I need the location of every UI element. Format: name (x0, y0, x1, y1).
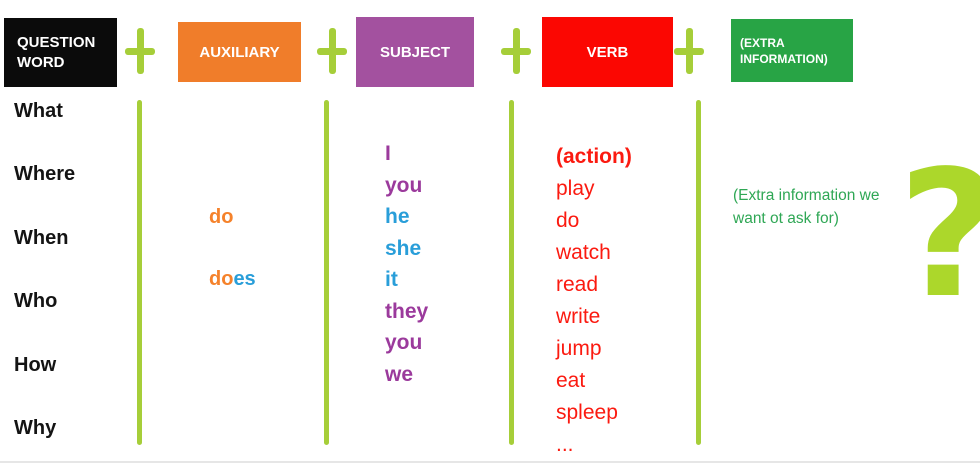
column-divider-line (137, 100, 142, 445)
verb-item: eat (556, 369, 586, 392)
auxiliary-does-stem: do (209, 268, 234, 290)
header-box-extra-information: (EXTRA INFORMATION) (731, 19, 853, 82)
pronoun-item: they (385, 299, 429, 323)
question-word-item: What (14, 100, 63, 122)
question-words-column: What Where When Who How Why (14, 100, 75, 440)
header-label-verb: VERB (586, 43, 629, 61)
pronoun-item: she (385, 236, 422, 260)
question-word-item: Who (14, 290, 58, 313)
column-divider-line (324, 100, 329, 445)
plus-icon (674, 28, 704, 74)
header-label-subject: SUBJECT (379, 43, 450, 61)
verb-item: watch (556, 241, 611, 264)
header-label-extra-information: (EXTRA INFORMATION) (740, 35, 828, 66)
bottom-divider (0, 461, 980, 463)
header-box-verb: VERB (542, 17, 673, 87)
verb-item: spleep (556, 401, 618, 424)
auxiliary-does: does (209, 268, 256, 291)
header-label-question-word: QUESTION WORD (17, 33, 96, 71)
auxiliary-do: do (209, 206, 234, 228)
question-mark-graphic: ? (898, 148, 980, 323)
verb-item: play (556, 177, 595, 200)
pronoun-item: I (385, 142, 391, 165)
header-box-auxiliary: AUXILIARY (178, 22, 301, 82)
question-word-item: How (14, 353, 57, 376)
question-word-item: When (14, 226, 69, 249)
column-divider-line (696, 100, 701, 445)
pronoun-item: you (385, 173, 423, 197)
pronoun-item: it (385, 268, 398, 291)
verb-item: write (556, 305, 601, 328)
header-label-auxiliary: AUXILIARY (199, 43, 280, 61)
verb-column-heading: (action) (556, 145, 632, 168)
verb-item: read (556, 273, 599, 296)
pronoun-item: he (385, 205, 410, 228)
subject-pronouns-column: I you he she it they you we (385, 138, 428, 390)
verb-item: ... (556, 433, 574, 456)
pronoun-item: you (385, 331, 423, 354)
question-word-item: Where (14, 163, 76, 186)
column-divider-line (509, 100, 514, 445)
verb-item: do (556, 209, 580, 232)
extra-information-note: (Extra information we want ot ask for) (733, 187, 880, 227)
auxiliary-does-ending: es (233, 268, 256, 290)
plus-icon (125, 28, 155, 74)
verb-item: jump (556, 337, 602, 360)
pronoun-item: we (385, 362, 414, 386)
header-box-question-word: QUESTION WORD (4, 18, 117, 87)
plus-icon (317, 28, 347, 74)
header-box-subject: SUBJECT (356, 17, 474, 87)
plus-icon (501, 28, 531, 74)
verbs-column: (action) play do watch read write jump e… (556, 141, 632, 461)
question-word-item: Why (14, 416, 57, 439)
